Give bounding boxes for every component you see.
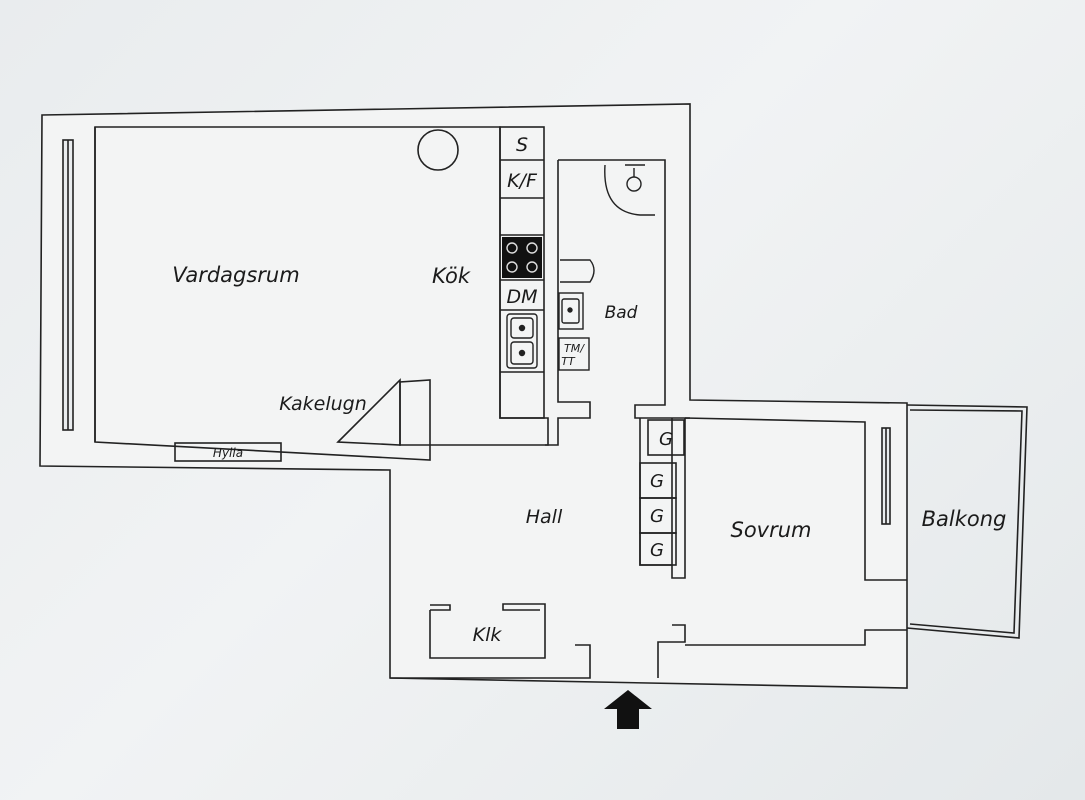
label-vardagsrum: Vardagsrum: [172, 263, 299, 287]
label-sovrum: Sovrum: [730, 518, 811, 542]
label-balkong: Balkong: [922, 507, 1007, 531]
entrance-right-wall: [657, 624, 686, 678]
label-wardrobe-3: G: [650, 506, 664, 527]
label-stove-s: S: [516, 134, 528, 156]
bath-walls: [558, 159, 690, 419]
balcony-outline: [906, 404, 1028, 639]
bath-left-wall: [545, 160, 591, 446]
label-dishwasher: DM: [506, 286, 537, 308]
label-bad: Bad: [605, 303, 638, 323]
label-kok: Kök: [432, 264, 471, 288]
cooktop-icon: [502, 237, 542, 278]
label-washer-dryer-2: TT: [561, 355, 576, 368]
label-hylla: Hylla: [213, 446, 243, 460]
tiled-stove-shape: [336, 378, 401, 446]
wardrobe-group: [639, 419, 685, 566]
shower-icon: [604, 164, 655, 216]
kitchen-counter: [499, 126, 545, 419]
balcony-inner: [909, 409, 1023, 634]
label-fridge-freezer: K/F: [507, 170, 538, 192]
entrance-arrow-icon: [604, 690, 652, 729]
label-wardrobe-4: G: [650, 540, 664, 561]
walls: [39, 103, 1028, 689]
label-kakelugn: Kakelugn: [279, 393, 367, 415]
closet-walls: [429, 603, 546, 659]
round-column-icon: [417, 129, 459, 171]
label-hall: Hall: [526, 506, 563, 528]
outer-wall: [39, 103, 908, 689]
shelf: [174, 442, 282, 462]
wardrobe-1: [647, 419, 685, 456]
label-klk: Klk: [473, 624, 503, 646]
washer-dryer: [558, 337, 590, 371]
wardrobe-4: [639, 532, 677, 566]
closet-outer: [390, 644, 591, 679]
label-wardrobe-1: G: [659, 429, 673, 450]
toilet-icon: [560, 259, 595, 283]
washbasin-icon: [558, 292, 584, 330]
label-wardrobe-2: G: [650, 471, 664, 492]
kitchen-sink-icon: [506, 313, 538, 369]
label-washer-dryer-1: TM/: [564, 342, 585, 355]
